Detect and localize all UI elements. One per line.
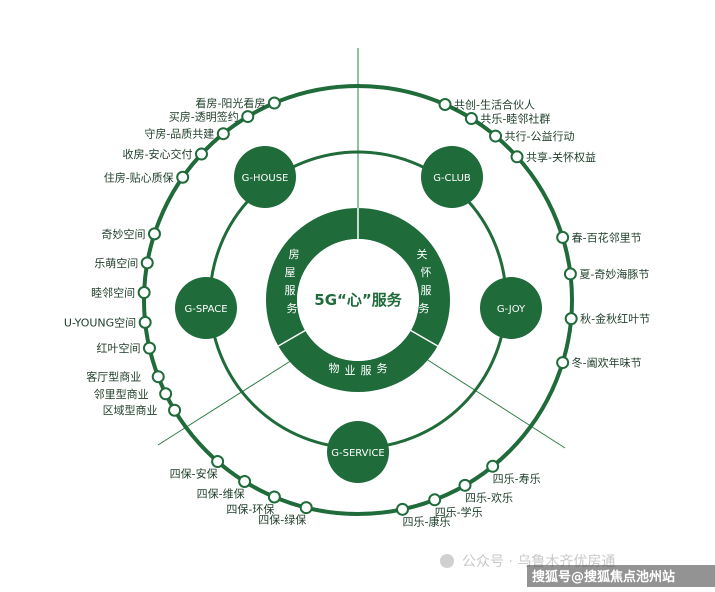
- ring-item-label: 冬-阖欢年味节: [572, 356, 642, 370]
- ring-item-label: U-YOUNG空间: [64, 315, 136, 329]
- ring-item-label: 客厅型商业: [86, 370, 141, 384]
- ring-item-label: 邻里型商业: [94, 387, 149, 401]
- ring-bullet: [194, 147, 208, 161]
- ring-item-label: 守房-品质共建: [144, 127, 214, 141]
- ring-bullet: [489, 129, 503, 143]
- ring-item-label: 四保-绿保: [258, 513, 306, 527]
- ring-item-label: 四乐-学乐: [435, 505, 483, 519]
- guide-line-left: [157, 354, 301, 446]
- segment-care-label-char: 务: [419, 302, 430, 315]
- segment-care: [358, 208, 451, 346]
- ring-item-label: 看房-阳光看房: [195, 96, 265, 110]
- ring-item-label: 共享-关怀权益: [526, 150, 596, 164]
- ring-bullet: [556, 230, 570, 244]
- ring-bullet: [140, 256, 154, 270]
- ring-item-label: 四保-环保: [226, 502, 274, 516]
- ring-bullet: [428, 493, 442, 507]
- ring-item-label: 区域型商业: [103, 403, 158, 417]
- ring-item-label: 住房-贴心质保: [104, 170, 174, 184]
- ring-item-label: 夏-奇妙海豚节: [579, 267, 649, 281]
- ring-item-label: 四保-维保: [197, 486, 245, 500]
- ring-bullet: [211, 455, 225, 469]
- ring-item-label: 睦邻空间: [91, 286, 135, 300]
- ring-bullet: [151, 370, 165, 384]
- ring-bullet: [395, 502, 409, 516]
- ring-item-label: 共乐-睦邻社群: [480, 112, 550, 126]
- ring-item-label: 买房-透明签约: [169, 110, 239, 124]
- ring-bullet: [564, 312, 578, 326]
- ring-bullet: [438, 98, 452, 112]
- ring-bullet: [137, 286, 151, 300]
- segment-property-label-char: 物: [329, 361, 340, 375]
- ring-item-label: 乐萌空间: [94, 256, 138, 270]
- ring-bullet: [486, 459, 500, 473]
- segment-care-label-char: 关: [417, 247, 428, 261]
- ring-bullet: [142, 341, 156, 355]
- node-g-joy: G-JOY: [480, 277, 542, 339]
- node-g-house: G-HOUSE: [234, 146, 296, 208]
- segment-house-label-char: 屋: [285, 266, 296, 279]
- ring-bullet: [464, 112, 478, 126]
- ring-item-label: 四保-安保: [170, 467, 218, 481]
- ring-item-label: 秋-金秋红叶节: [580, 312, 650, 326]
- ring-item-label: 共行-公益行动: [505, 129, 575, 143]
- ring-item-label: 四乐-康乐: [403, 514, 451, 528]
- ring-bullet: [147, 227, 161, 241]
- segment-house-label-char: 房: [289, 248, 300, 261]
- svg-text:G-JOY: G-JOY: [497, 304, 526, 315]
- ring-bullet: [510, 150, 524, 164]
- segment-property: [278, 330, 438, 393]
- ring-item-label: 红叶空间: [96, 341, 140, 355]
- node-g-service: G-SERVICE: [327, 421, 389, 483]
- segment-property-label-char: 业: [345, 364, 356, 377]
- svg-text:G-SPACE: G-SPACE: [184, 304, 227, 315]
- ring-bullet: [238, 474, 252, 488]
- ring-bullet: [267, 490, 281, 504]
- ring-item-label: 共创-生活合伙人: [454, 98, 535, 112]
- node-g-space: G-SPACE: [175, 277, 237, 339]
- ring-bullet: [299, 501, 313, 515]
- segment-property-label: 物业服务: [329, 361, 388, 377]
- ring-bullet: [138, 315, 152, 329]
- ring-item-label: 收房-安心交付: [123, 147, 193, 161]
- segment-house: [265, 207, 358, 346]
- ring-bullet: [159, 387, 173, 401]
- ring-bullet: [241, 110, 255, 124]
- segment-house-label-char: 务: [287, 302, 298, 315]
- node-g-club: G-CLUB: [421, 146, 483, 208]
- segment-care-label-char: 怀: [421, 266, 432, 279]
- ring-item-label: 四乐-寿乐: [493, 471, 541, 485]
- ring-bullet: [556, 356, 570, 370]
- inner-donut: [265, 207, 451, 393]
- guide-line-right: [419, 354, 566, 449]
- ring-bullet: [458, 478, 472, 492]
- ring-item-label: 四乐-欢乐: [465, 490, 513, 504]
- segment-property-label-char: 服: [361, 364, 372, 377]
- ring-bullet: [267, 96, 281, 110]
- svg-text:G-SERVICE: G-SERVICE: [331, 448, 385, 459]
- segment-property-label-char: 务: [377, 362, 388, 375]
- source-badge: 搜狐号@搜狐焦点池州站: [527, 565, 715, 587]
- svg-text:G-CLUB: G-CLUB: [433, 173, 471, 184]
- outer-ring: [142, 84, 574, 516]
- ring-item-label: 奇妙空间: [101, 227, 145, 241]
- center-title: 5G“心”服务: [314, 291, 402, 309]
- ring-bullet: [168, 403, 182, 417]
- segment-house-label-char: 服: [285, 284, 296, 297]
- ring-bullet: [176, 170, 190, 184]
- ring-item-label: 春-百花邻里节: [572, 231, 642, 244]
- segment-care-label-char: 服: [421, 284, 432, 297]
- ring-bullet: [563, 267, 577, 281]
- svg-text:搜狐号@搜狐焦点池州站: 搜狐号@搜狐焦点池州站: [532, 569, 675, 585]
- ring-bullet: [216, 127, 230, 141]
- svg-text:G-HOUSE: G-HOUSE: [242, 173, 289, 184]
